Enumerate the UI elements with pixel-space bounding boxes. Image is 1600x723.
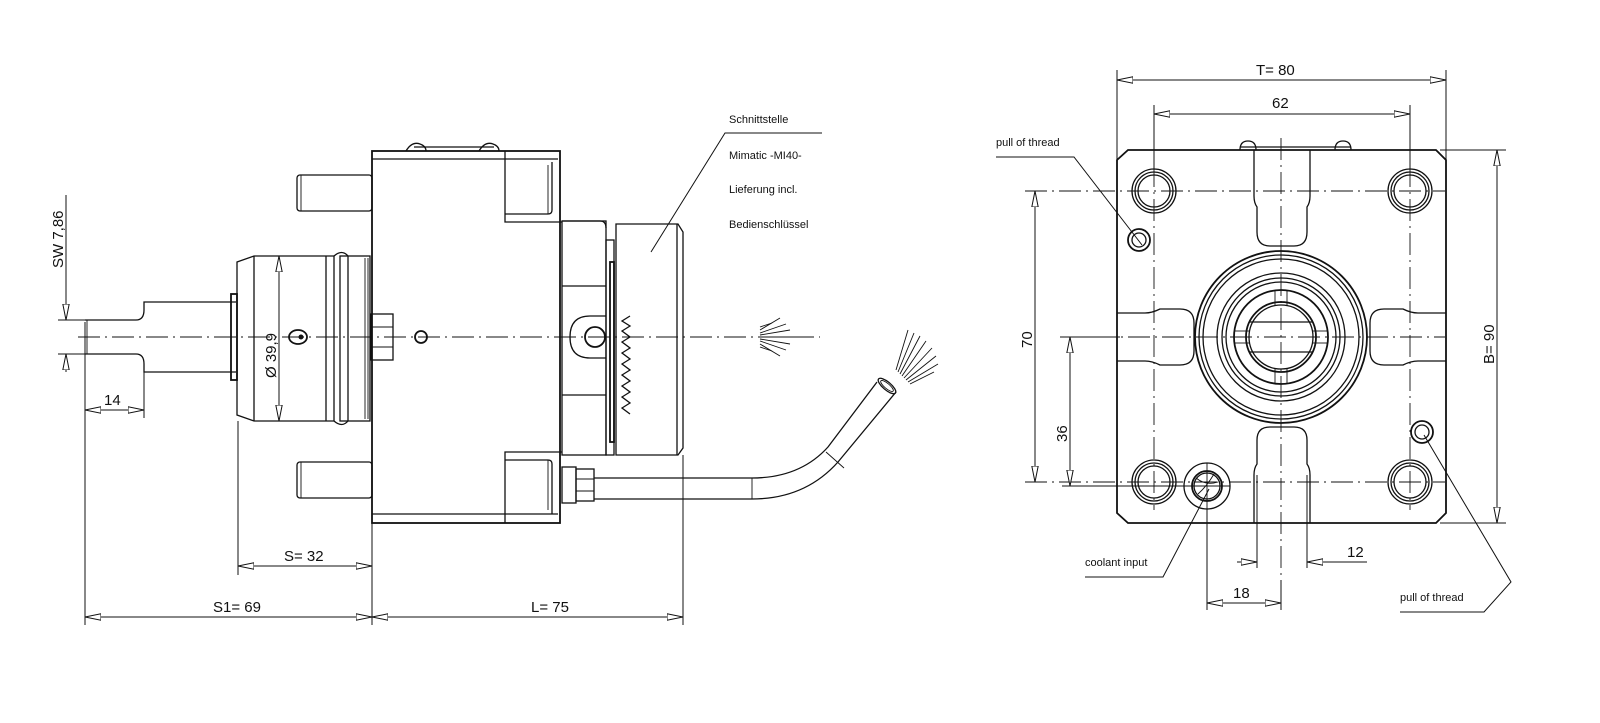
dimension-14: 14 bbox=[84, 322, 145, 625]
t-label: T= 80 bbox=[1256, 62, 1295, 79]
hole-spacing-y-label: 70 bbox=[1019, 331, 1036, 348]
slot-width-label: 12 bbox=[1347, 544, 1364, 561]
spindle-collar bbox=[236, 251, 371, 426]
dimension-18: 18 bbox=[1206, 509, 1282, 610]
pull-thread-bottom-text: pull of thread bbox=[1400, 592, 1464, 604]
set-screw-icon bbox=[414, 330, 428, 344]
annotation-line-2: Mimatic -MI40- bbox=[729, 150, 802, 162]
dimension-b: B= 90 bbox=[1440, 149, 1506, 524]
dimension-l: L= 75 bbox=[372, 455, 684, 625]
spindle-face bbox=[1194, 250, 1368, 424]
gear-teeth-icon bbox=[620, 315, 632, 415]
dimension-36: 36 bbox=[1054, 336, 1185, 487]
coolant-hose bbox=[561, 377, 897, 504]
hole-spacing-x-label: 62 bbox=[1272, 95, 1289, 112]
dimension-s: S= 32 bbox=[237, 421, 373, 625]
slot-left bbox=[1117, 308, 1195, 366]
annotation-line-3: Lieferung incl. bbox=[729, 184, 798, 196]
hub bbox=[370, 313, 428, 361]
coolant-offset-label: 18 bbox=[1233, 585, 1250, 602]
mounting-hole-icon bbox=[1131, 459, 1177, 505]
annotation-line-4: Bedienschlüssel bbox=[729, 219, 809, 231]
dimension-sw: SW 7,86 bbox=[50, 195, 85, 372]
label-coolant: coolant input bbox=[1085, 488, 1210, 578]
wire-bundle-icon bbox=[895, 329, 939, 385]
s-label: S= 32 bbox=[284, 548, 324, 565]
s1-label: S1= 69 bbox=[213, 599, 261, 616]
pull-thread-top-text: pull of thread bbox=[996, 137, 1060, 149]
dimension-s1: S1= 69 bbox=[85, 599, 372, 617]
front-view: T= 80 62 70 36 B= 90 bbox=[996, 62, 1512, 613]
dimension-t: T= 80 bbox=[1116, 62, 1447, 160]
dimension-diameter: Ø 39,9 bbox=[263, 256, 280, 421]
slot-right bbox=[1369, 308, 1446, 366]
l-label: L= 75 bbox=[531, 599, 569, 616]
side-view: Schnittstelle Mimatic -MI40- Lieferung i… bbox=[50, 114, 939, 625]
lube-nipple-icon bbox=[288, 329, 308, 345]
coolant-port-icon bbox=[1183, 462, 1231, 510]
dimension-12: 12 bbox=[1237, 475, 1367, 568]
thread-hole-icon bbox=[1127, 228, 1151, 252]
mimatic-interface bbox=[561, 220, 684, 456]
thread-hole-icon bbox=[1410, 420, 1434, 444]
wire-bundle-icon bbox=[759, 317, 793, 357]
slot-top bbox=[1253, 150, 1311, 247]
dimension-70: 70 bbox=[1019, 191, 1036, 482]
diameter-label: Ø 39,9 bbox=[263, 333, 280, 378]
label-pull-thread-bottom: pull of thread bbox=[1400, 434, 1512, 613]
coolant-text: coolant input bbox=[1085, 557, 1147, 569]
b-label: B= 90 bbox=[1481, 324, 1498, 364]
center-height-label: 36 bbox=[1054, 425, 1071, 442]
sw-label: SW 7,86 bbox=[50, 210, 67, 268]
slot-bottom bbox=[1253, 426, 1311, 523]
dimension-62: 62 bbox=[1153, 95, 1411, 170]
interface-annotation: Schnittstelle Mimatic -MI40- Lieferung i… bbox=[650, 114, 822, 253]
annotation-line-1: Schnittstelle bbox=[729, 114, 788, 126]
mounting-hole-icon bbox=[1387, 459, 1433, 505]
label-pull-thread-top: pull of thread bbox=[996, 137, 1143, 246]
mounting-plate bbox=[1116, 149, 1447, 524]
housing bbox=[296, 142, 562, 524]
shaft-length-label: 14 bbox=[104, 392, 121, 409]
